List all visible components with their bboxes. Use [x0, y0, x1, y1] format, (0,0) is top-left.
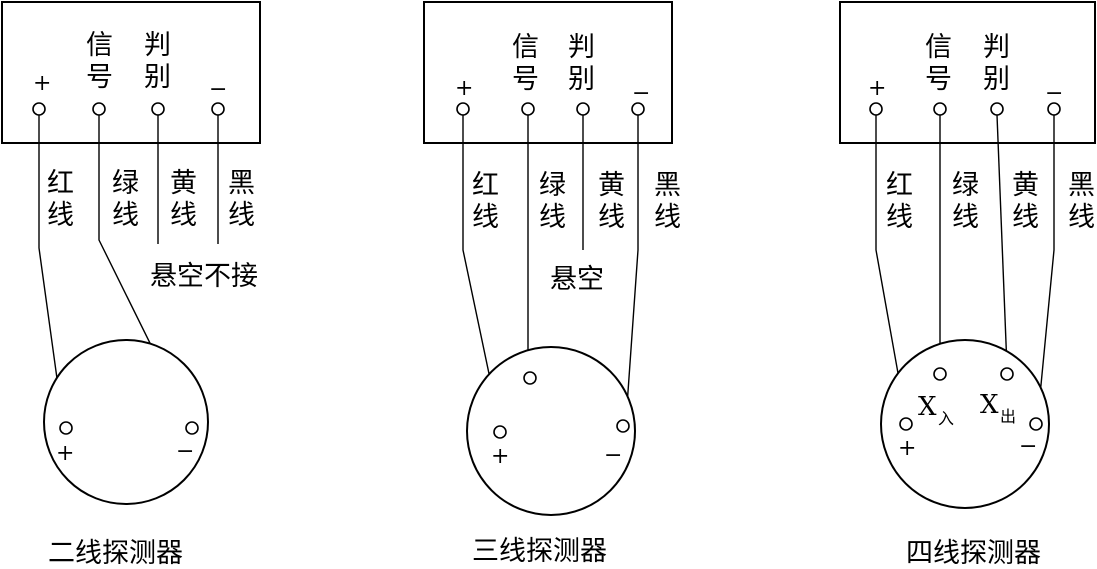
- controller-signal-1: 信: [512, 32, 539, 63]
- terminal-signal: [933, 102, 947, 116]
- green-wire-label-2: 线: [952, 202, 979, 233]
- controller-plus: +: [455, 76, 473, 101]
- detector-minus-terminal: [616, 419, 630, 433]
- controller-minus: −: [209, 77, 227, 102]
- green-wire-label-1: 绿: [539, 170, 566, 201]
- controller-minus: −: [1045, 81, 1063, 106]
- x-in-subscript: 入: [938, 409, 954, 428]
- detector-caption: 三线探测器: [472, 536, 607, 567]
- floating-note: 悬空: [550, 264, 604, 295]
- detector-plus: +: [491, 444, 509, 469]
- terminal-signal: [521, 102, 535, 116]
- detector-plus-terminal: [59, 421, 73, 435]
- controller-judge-2: 别: [144, 62, 171, 93]
- yellow-wire-label-2: 线: [1012, 202, 1039, 233]
- controller-minus: −: [632, 81, 650, 106]
- red-wire: [462, 115, 501, 427]
- red-wire: [38, 115, 64, 423]
- detector-plus-terminal: [493, 425, 507, 439]
- controller-signal-1: 信: [86, 30, 113, 61]
- black-wire-label-2: 线: [1068, 202, 1095, 233]
- green-wire-label-1: 绿: [112, 168, 139, 199]
- detector-caption: 二线探测器: [48, 538, 183, 569]
- detector-plus-terminal: [899, 417, 913, 431]
- controller-judge-1: 判: [144, 30, 171, 61]
- controller-signal-1: 信: [925, 32, 952, 63]
- floating-note: 悬空不接: [150, 261, 258, 292]
- red-wire-label-2: 线: [886, 202, 913, 233]
- terminal-plus: [869, 102, 883, 116]
- terminal-judge: [576, 102, 590, 116]
- controller-signal-2: 号: [512, 64, 539, 95]
- green-wire-label-2: 线: [112, 200, 139, 231]
- yellow-wire-label-1: 黄: [1012, 170, 1039, 201]
- terminal-minus: [1047, 102, 1061, 116]
- yellow-wire: [996, 114, 1008, 369]
- detector-minus: −: [176, 439, 194, 464]
- controller-signal-2: 号: [86, 62, 113, 93]
- x-in-label: X: [918, 392, 937, 422]
- yellow-wire-label-1: 黄: [598, 170, 625, 201]
- yellow-wire-label-2: 线: [170, 200, 197, 231]
- panel-three-wire: + 信 号 判 别 − 红 线 绿 线 黄 线 黑 线 悬空 + − 三线探测器: [423, 1, 681, 567]
- yellow-wire-label-2: 线: [598, 202, 625, 233]
- terminal-minus: [211, 102, 225, 116]
- green-wire-label-1: 绿: [952, 170, 979, 201]
- terminal-judge: [990, 102, 1004, 116]
- red-wire-label-1: 红: [886, 170, 913, 201]
- red-wire: [875, 115, 907, 419]
- panel-two-wire: + 信 号 判 别 − 红 线 绿 线 黄 线 黑 线 悬空不接 + − 二线探…: [1, 1, 261, 569]
- black-wire: [625, 115, 639, 421]
- controller-plus: +: [33, 71, 51, 96]
- terminal-plus: [456, 102, 470, 116]
- red-wire-label-2: 线: [472, 202, 499, 233]
- detector-minus-terminal: [185, 421, 199, 435]
- red-wire-label-1: 红: [47, 168, 74, 199]
- controller-box: [423, 1, 673, 144]
- controller-box: [839, 1, 1096, 144]
- terminal-minus: [631, 102, 645, 116]
- red-wire-label-2: 线: [47, 200, 74, 231]
- black-wire-label-2: 线: [228, 200, 255, 231]
- black-wire: [1037, 115, 1055, 417]
- green-wire-label-2: 线: [539, 202, 566, 233]
- red-wire-label-1: 红: [472, 170, 499, 201]
- detector-minus: −: [1019, 434, 1037, 459]
- detector-caption: 四线探测器: [906, 538, 1041, 569]
- terminal-judge: [151, 102, 165, 116]
- controller-judge-1: 判: [983, 32, 1010, 63]
- controller-plus: +: [868, 76, 886, 101]
- detector-plus: +: [898, 436, 916, 461]
- yellow-wire-label-1: 黄: [170, 168, 197, 199]
- terminal-signal: [92, 102, 106, 116]
- black-wire-label-2: 线: [654, 202, 681, 233]
- detector-body: [880, 339, 1050, 509]
- terminal-plus: [32, 102, 46, 116]
- detector-xout-terminal: [1000, 367, 1014, 381]
- x-out-subscript: 出: [1000, 407, 1016, 426]
- detector-minus: −: [604, 443, 622, 468]
- controller-signal-2: 号: [925, 64, 952, 95]
- black-wire-label-1: 黑: [1068, 170, 1095, 201]
- black-wire-label-1: 黑: [228, 168, 255, 199]
- x-out-label: X: [980, 390, 999, 420]
- panel-four-wire: + 信 号 判 别 − 红 线 绿 线 黄 线 黑 线 X 入 X 出 + − …: [839, 1, 1096, 569]
- detector-body: [43, 339, 209, 505]
- detector-plus: +: [56, 441, 74, 466]
- controller-judge-2: 别: [983, 64, 1010, 95]
- black-wire-label-1: 黑: [654, 170, 681, 201]
- detector-body: [466, 346, 636, 516]
- controller-judge-2: 别: [568, 64, 595, 95]
- detector-signal-terminal: [523, 371, 537, 385]
- detector-xin-terminal: [933, 367, 947, 381]
- detector-minus-terminal: [1029, 417, 1043, 431]
- controller-box: [1, 1, 261, 144]
- controller-judge-1: 判: [568, 32, 595, 63]
